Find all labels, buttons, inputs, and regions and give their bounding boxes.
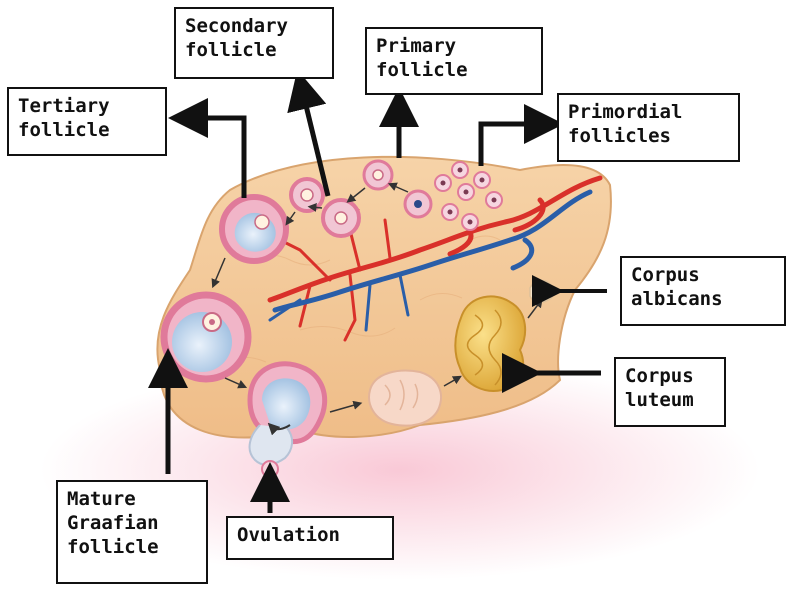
label-secondary-follicle: Secondary follicle — [174, 7, 334, 79]
early-corpus-luteum — [368, 369, 442, 427]
corpus-luteum — [454, 295, 527, 392]
label-tertiary-follicle: Tertiary follicle — [7, 87, 167, 156]
callout-arrows — [148, 69, 607, 513]
label-mature-graafian-follicle: Mature Graafian follicle — [56, 480, 208, 584]
ruptured-follicle — [247, 361, 328, 466]
label-primary-follicle: Primary follicle — [365, 27, 543, 95]
primary-follicles — [362, 159, 433, 219]
tertiary-follicle — [219, 194, 289, 264]
label-corpus-albicans: Corpus albicans — [620, 256, 786, 326]
label-ovulation: Ovulation — [226, 516, 394, 560]
graafian-follicle — [160, 291, 252, 383]
vein-vessels — [268, 189, 593, 332]
primordial-follicles — [434, 161, 503, 231]
label-primordial-follicles: Primordial follicles — [557, 93, 740, 162]
secondary-follicles — [289, 177, 361, 238]
label-corpus-luteum: Corpus luteum — [614, 357, 726, 427]
ovulated-oocyte — [261, 460, 279, 478]
